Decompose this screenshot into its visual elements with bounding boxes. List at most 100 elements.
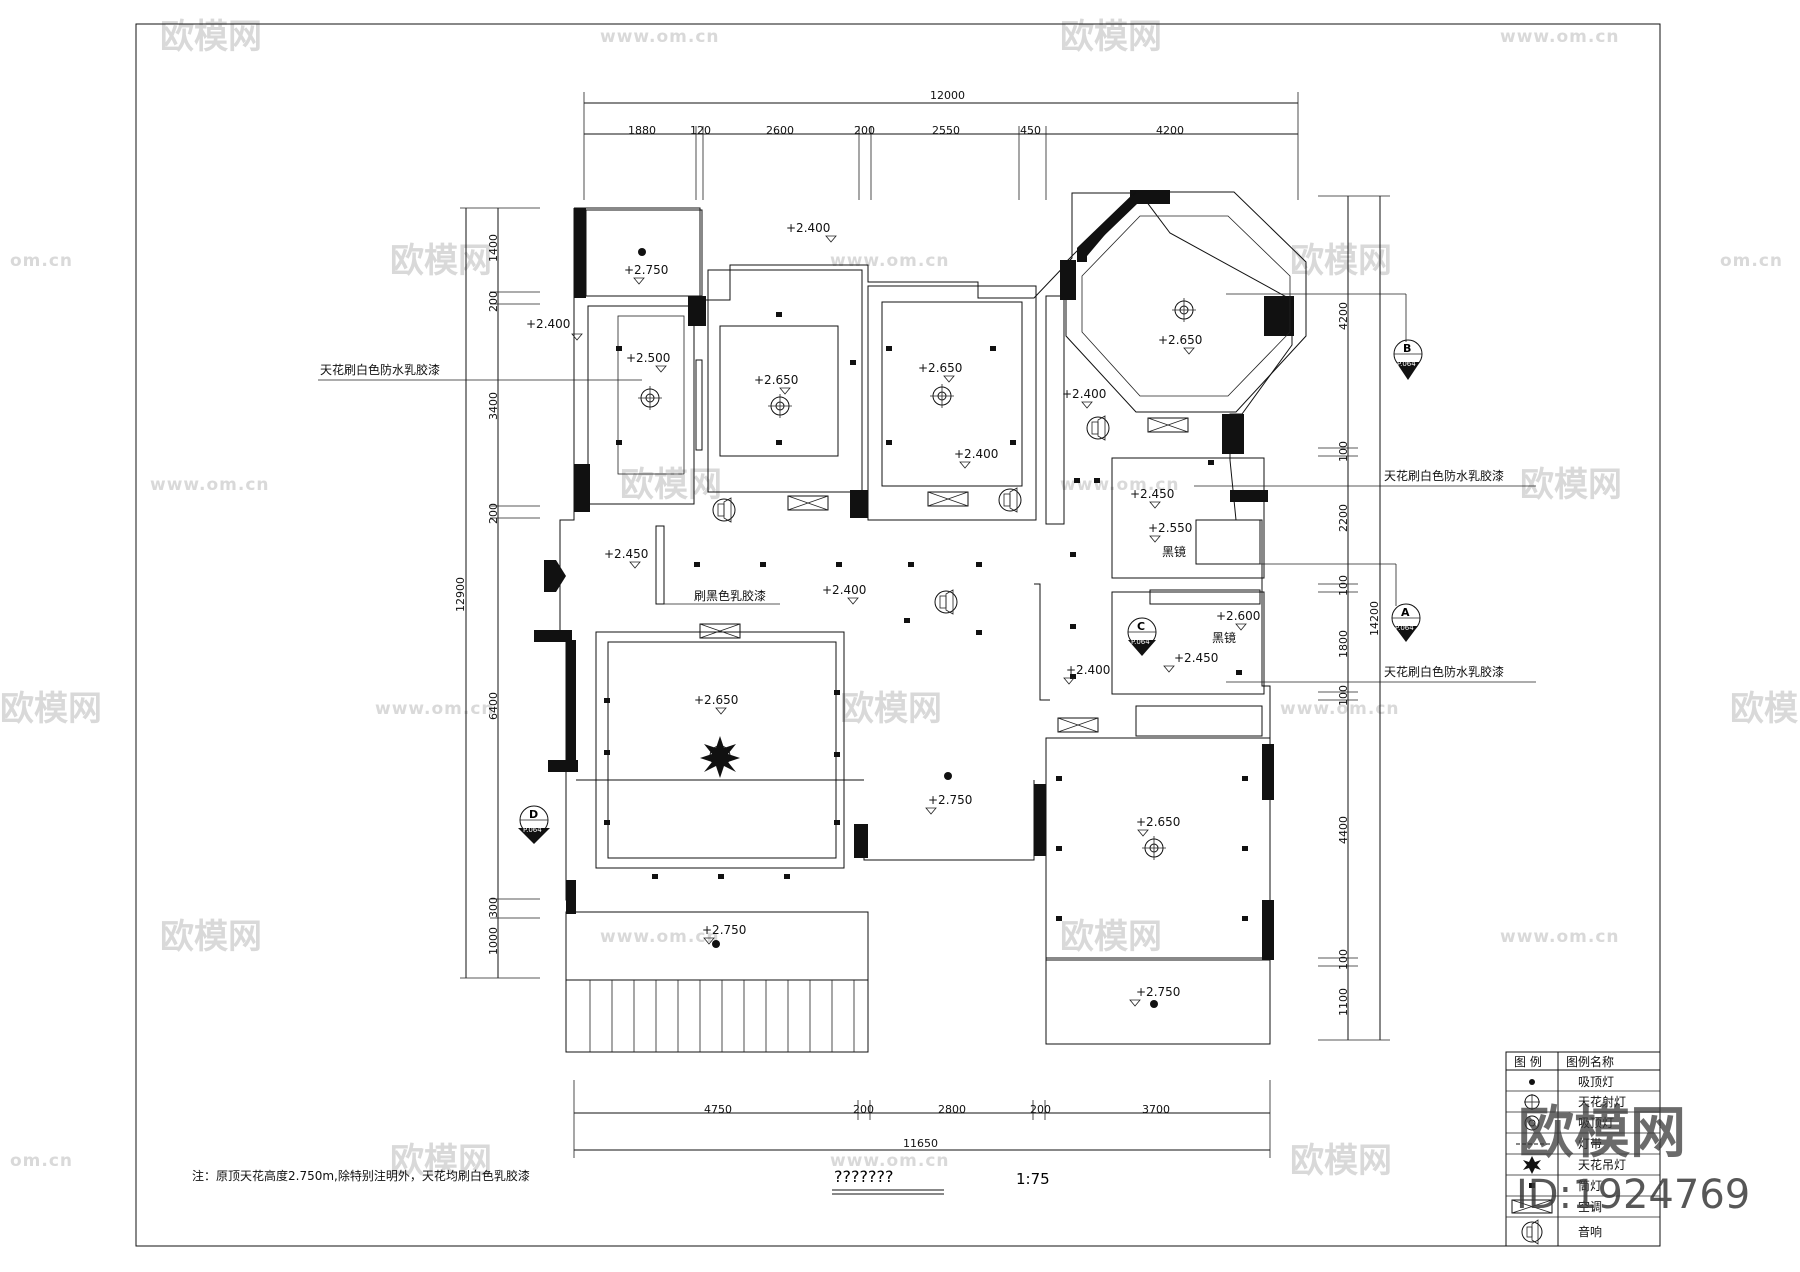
section-ref: P.064 bbox=[523, 826, 542, 834]
wall-segment bbox=[534, 630, 572, 642]
dim-bottom-seg: 3700 bbox=[1142, 1103, 1170, 1116]
dim-left-seg: 6400 bbox=[487, 692, 500, 720]
air-conditioner-icon bbox=[1057, 717, 1099, 733]
elevation-label: +2.650 bbox=[754, 373, 798, 387]
legend-header: 图例名称 bbox=[1566, 1054, 1614, 1069]
watermark-layer: 欧模网 www.om.cn 欧模网 www.om.cn om.cn 欧模网 ww… bbox=[0, 17, 1800, 1181]
watermark-brand: 欧模网 bbox=[160, 917, 262, 957]
wall-segment bbox=[566, 640, 576, 760]
watermark-url: om.cn bbox=[10, 251, 73, 271]
watermark-url: www.om.cn bbox=[830, 251, 950, 271]
watermark-url: www.om.cn bbox=[150, 475, 270, 495]
speaker-icon bbox=[1086, 415, 1110, 441]
elevation-label: +2.600 bbox=[1216, 609, 1260, 623]
speaker-icon bbox=[934, 589, 958, 615]
sheet-border bbox=[135, 23, 1661, 1247]
elevation-label: +2.750 bbox=[624, 263, 668, 277]
watermark-brand: 欧模网 bbox=[1290, 241, 1392, 281]
elevation-label: +2.550 bbox=[1148, 521, 1192, 535]
dim-top-seg: 1880 bbox=[628, 124, 656, 137]
wall-segment bbox=[548, 760, 578, 772]
dim-left-seg: 1400 bbox=[487, 234, 500, 262]
dim-right-total: 14200 bbox=[1368, 601, 1381, 636]
room-top-left bbox=[585, 209, 703, 297]
room-bath-small bbox=[1111, 591, 1265, 695]
drawing-title: ??????? bbox=[834, 1167, 893, 1186]
wall-segment bbox=[566, 880, 576, 914]
watermark-url: om.cn bbox=[1720, 251, 1783, 271]
watermark-brand: 欧模网 bbox=[1060, 17, 1162, 57]
dim-right-seg: 100 bbox=[1337, 685, 1350, 706]
dimension-top: 12000 1880 120 2600 200 2550 450 4200 bbox=[583, 89, 1299, 200]
watermark-brand: 欧模网 bbox=[620, 465, 722, 505]
elevation-label: +2.400 bbox=[786, 221, 830, 235]
entry-arrow-icon bbox=[544, 560, 566, 592]
watermark-brand: 欧模网 bbox=[1730, 689, 1800, 729]
dim-right-seg: 4200 bbox=[1337, 302, 1350, 330]
elevation-label: +2.650 bbox=[918, 361, 962, 375]
elevation-label: +2.400 bbox=[1062, 387, 1106, 401]
annotation-ceiling-white: 天花刷白色防水乳胶漆 bbox=[1384, 468, 1504, 483]
ceiling-lamp-icon bbox=[1142, 836, 1166, 860]
watermark-brand: 欧模网 bbox=[1060, 917, 1162, 957]
wall-segment bbox=[1264, 296, 1294, 336]
legend-table: 图 例 图例名称 吸顶灯 天花射灯 吸顶灯 灯带 天花吊灯 筒灯 空调 音响 bbox=[1505, 1051, 1661, 1247]
section-marker-b: B P.064 bbox=[1393, 339, 1423, 380]
ceiling-light-icon bbox=[1529, 1079, 1535, 1085]
balcony-left bbox=[565, 911, 869, 1053]
elevation-label: +2.400 bbox=[954, 447, 998, 461]
chandelier-icon bbox=[700, 736, 740, 778]
watermark-url: www.om.cn bbox=[375, 699, 495, 719]
elevation-label: +2.750 bbox=[702, 923, 746, 937]
floor-plan bbox=[534, 190, 1307, 1053]
downlight-group bbox=[604, 312, 1248, 921]
wall-segment bbox=[1262, 900, 1274, 960]
dim-top-seg: 2600 bbox=[766, 124, 794, 137]
room-living bbox=[595, 631, 845, 869]
legend-item: 筒灯 bbox=[1578, 1178, 1602, 1193]
wall-segment bbox=[688, 296, 706, 326]
elevation-label: +2.750 bbox=[1136, 985, 1180, 999]
watermark-id: ID:1924769 bbox=[1516, 1172, 1750, 1218]
watermark-overlay: 欧模网 ID:1924769 bbox=[1516, 1101, 1750, 1218]
dimension-bottom: 4750 200 2800 200 3700 11650 bbox=[573, 1080, 1271, 1158]
wall-segment bbox=[574, 208, 586, 298]
ceiling-panel bbox=[719, 325, 839, 457]
air-conditioner-icon bbox=[1511, 1199, 1553, 1214]
louver-panel bbox=[1135, 705, 1263, 737]
watermark-url: www.om.cn bbox=[1500, 927, 1620, 947]
ceiling-lamp-icon bbox=[768, 394, 792, 418]
stair-strip bbox=[1045, 295, 1065, 525]
light-strip-icon bbox=[695, 359, 703, 451]
dim-top-total: 12000 bbox=[930, 89, 965, 102]
legend-item: 吸顶灯 bbox=[1578, 1075, 1614, 1089]
air-conditioner-icon bbox=[927, 491, 969, 507]
dim-top-seg: 120 bbox=[690, 124, 711, 137]
elevation-label: +2.650 bbox=[1136, 815, 1180, 829]
watermark-brand: 欧模网 bbox=[160, 17, 262, 57]
ceiling-light-icon bbox=[1150, 1000, 1158, 1008]
wall-segment bbox=[854, 824, 868, 858]
ceiling-panel bbox=[881, 301, 1023, 487]
mirror-panel bbox=[1149, 589, 1261, 605]
dim-right-seg: 100 bbox=[1337, 949, 1350, 970]
elevation-label: +2.650 bbox=[694, 693, 738, 707]
section-marker-c: C P.064 bbox=[1127, 617, 1157, 656]
watermark-url: www.om.cn bbox=[600, 927, 720, 947]
wall-segment bbox=[1222, 414, 1244, 454]
dim-bottom-seg: 200 bbox=[853, 1103, 874, 1116]
dim-top-seg: 450 bbox=[1020, 124, 1041, 137]
legend-item: 吸顶灯 bbox=[1578, 1116, 1614, 1130]
wall-segment bbox=[1230, 490, 1268, 502]
section-ref: P.064 bbox=[1131, 638, 1150, 646]
watermark-url: www.om.cn bbox=[830, 1151, 950, 1171]
fixtures bbox=[604, 248, 1248, 1008]
legend-item: 空调 bbox=[1578, 1200, 1602, 1214]
elevation-label: +2.750 bbox=[928, 793, 972, 807]
ceiling-lamp-icon bbox=[1524, 1094, 1540, 1110]
watermark-brand: 欧模网 bbox=[390, 1141, 492, 1181]
elevation-label: +2.450 bbox=[1174, 651, 1218, 665]
annotation-ceiling-white: 天花刷白色防水乳胶漆 bbox=[1384, 664, 1504, 679]
dim-bottom-seg: 4750 bbox=[704, 1103, 732, 1116]
watermark-brand: 欧模网 bbox=[1520, 465, 1622, 505]
